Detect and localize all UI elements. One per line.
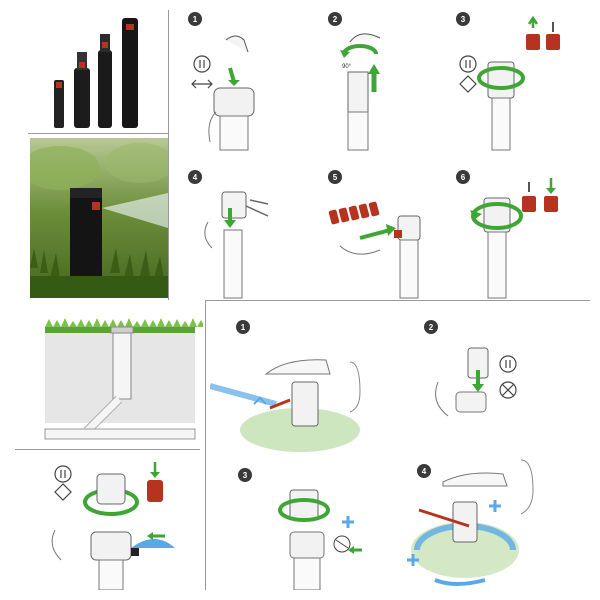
step-number-badge: 3 (456, 12, 470, 26)
nozzle-red-icon (522, 178, 558, 212)
step-number-badge: 4 (417, 464, 431, 478)
horizontal-divider-left (28, 133, 168, 134)
top-step-5: 5 (320, 170, 440, 300)
bottom-step-4: 4 (405, 430, 590, 590)
step-number-badge: 1 (236, 320, 250, 334)
sprinkler-head-xlarge (122, 18, 138, 128)
plus-icon (407, 500, 501, 566)
step-number-badge: 2 (328, 12, 342, 26)
installation-cross-section (15, 305, 203, 447)
step-number-badge: 3 (238, 468, 252, 482)
bottom-step-1: 1 (210, 312, 390, 452)
top-step-2: 2 90° (320, 12, 440, 152)
sprinkler-head-large (98, 34, 112, 128)
key-tool-icon (459, 55, 477, 93)
sprinkler-head-small (54, 80, 64, 128)
step-number-badge: 4 (188, 170, 202, 184)
vertical-divider-bottom (205, 300, 206, 590)
top-step-1: 1 (180, 12, 300, 152)
sprinkler-lawn-photo (30, 138, 168, 298)
bottom-step-3: 3 (230, 460, 400, 590)
step-number-badge: 2 (424, 320, 438, 334)
top-step-3: 3 (448, 12, 578, 152)
nozzle-red-icon (526, 15, 560, 50)
plus-icon (342, 516, 354, 528)
key-tool-icon (499, 355, 517, 399)
step-number-badge: 5 (328, 170, 342, 184)
bottom-step-2: 2 (408, 312, 588, 452)
horizontal-divider-bottom-left (15, 449, 200, 450)
horizontal-divider-middle (205, 300, 590, 301)
product-lineup-image (30, 10, 168, 132)
sprinkler-head-medium (74, 52, 90, 128)
step-number-badge: 6 (456, 170, 470, 184)
step-number-badge: 1 (188, 12, 202, 26)
angle-label: 90° (342, 64, 352, 70)
nozzle-adjust-detail (15, 452, 203, 590)
top-step-4: 4 (180, 170, 300, 300)
key-tool-icon (191, 55, 213, 89)
top-step-6: 6 (448, 170, 578, 300)
nozzle-red-icon (147, 462, 163, 502)
nozzle-rack-icon (328, 201, 380, 225)
key-tool-icon (54, 465, 72, 501)
vertical-divider-top (168, 10, 169, 300)
